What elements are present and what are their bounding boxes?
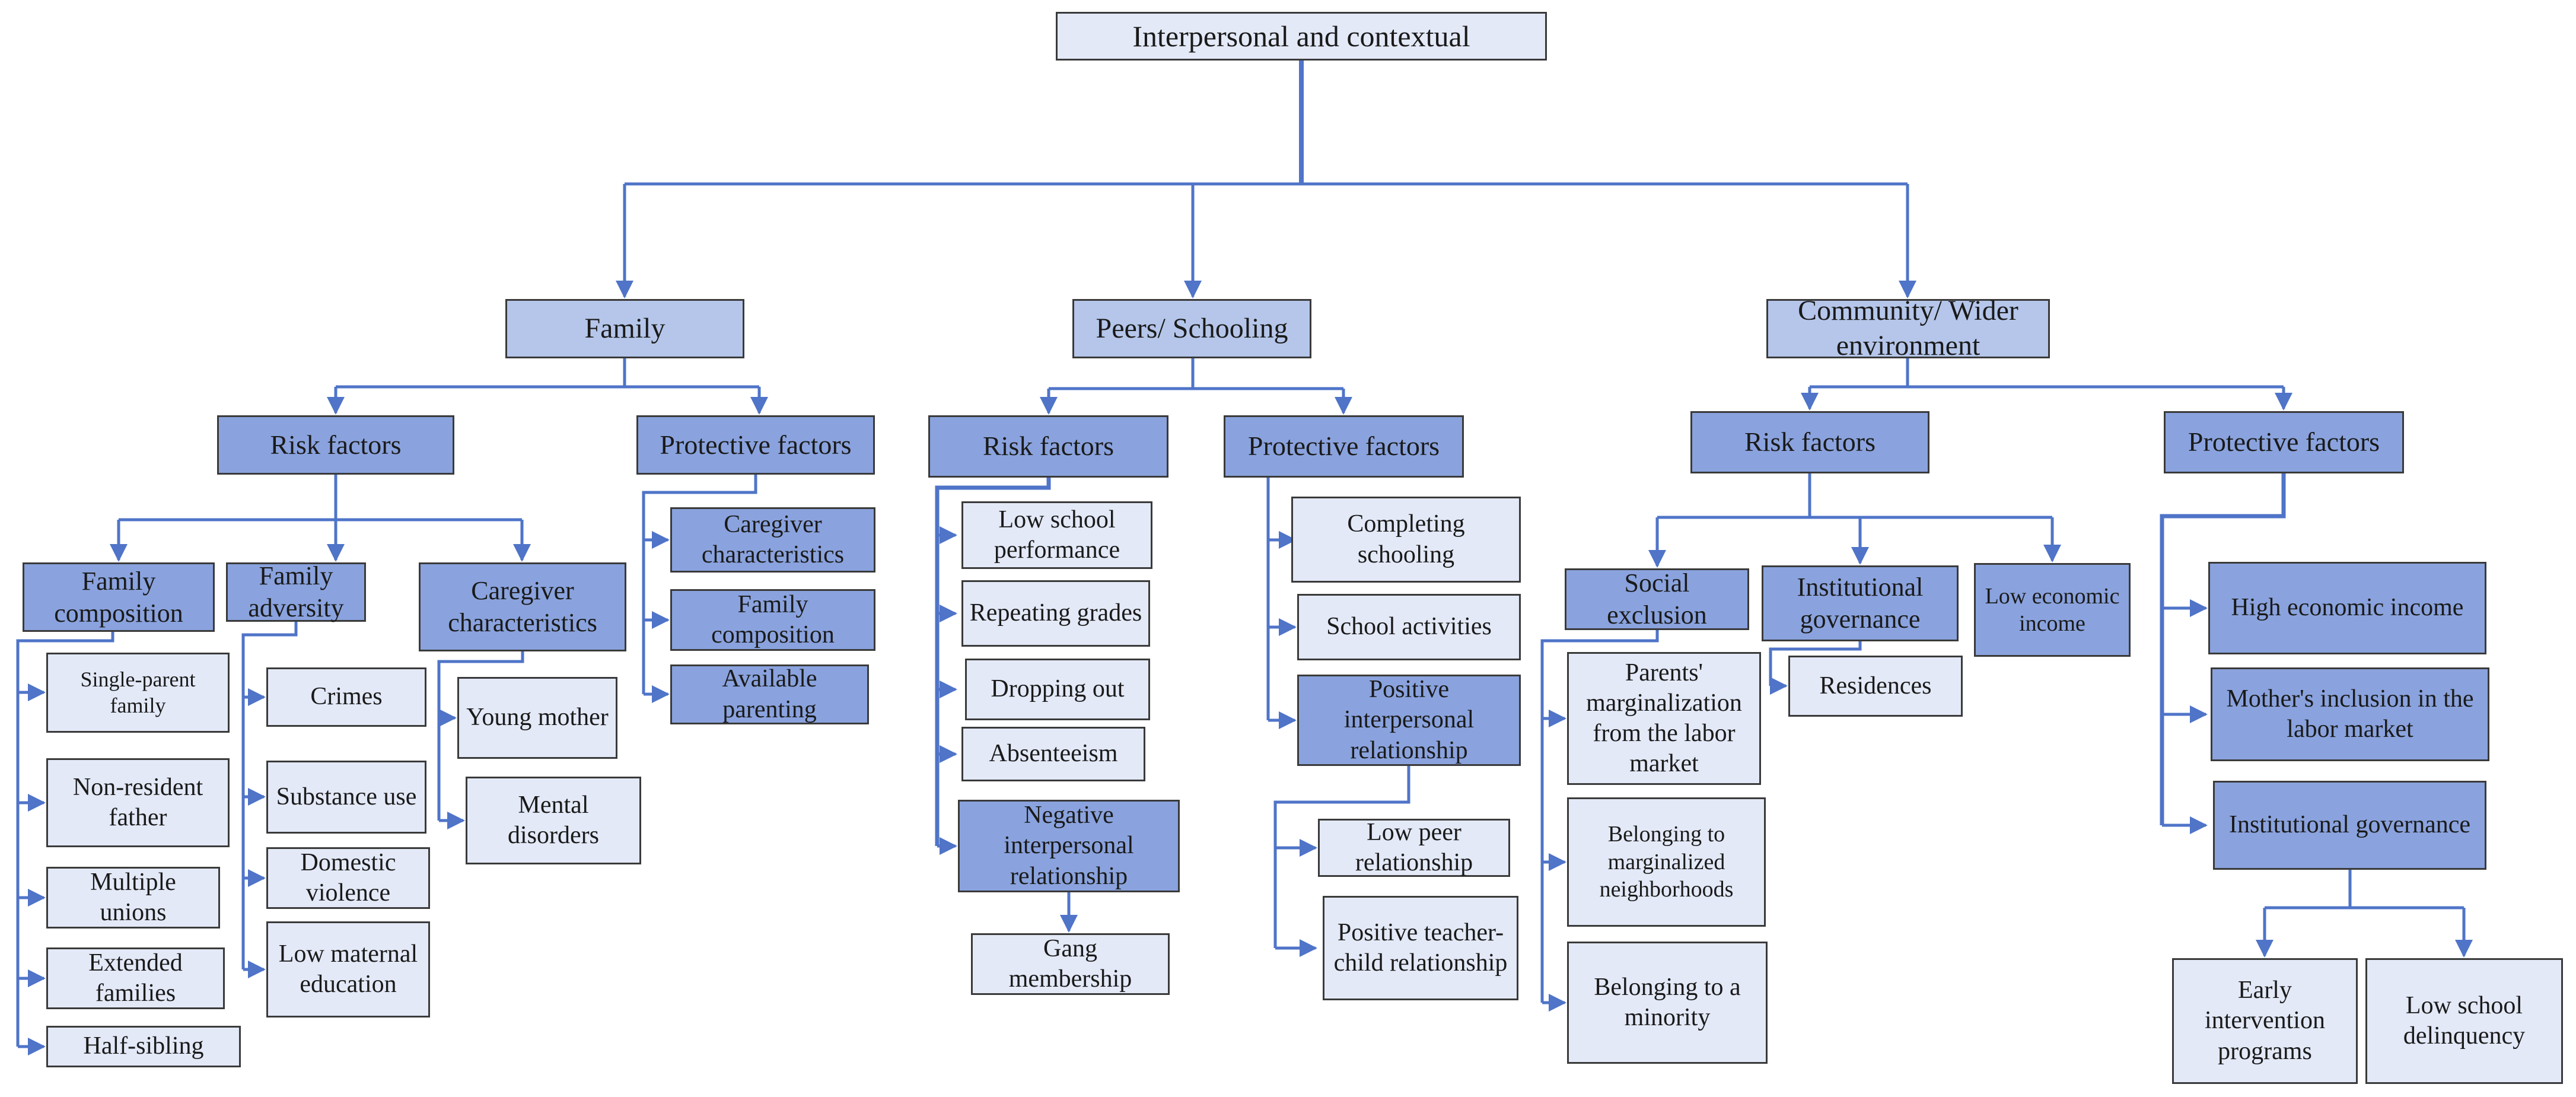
peers-protective-subitem: Positive teacher-child relationship [1323,896,1518,1000]
community-protective-subitem: Early intervention programs [2172,958,2358,1084]
family-node: Family [505,299,744,358]
family-composition-item: Half-sibling [46,1026,241,1067]
family-risk-factors-node: Risk factors [217,415,454,475]
community-protective-factors-node: Protective factors [2164,411,2404,473]
community-protective-item: Mother's inclusion in the labor market [2211,667,2489,761]
caregiver-characteristics-item: Mental disorders [466,777,641,864]
community-protective-item: Institutional governance [2213,781,2486,870]
connector-line [1540,630,1659,1003]
gang-membership-node: Gang membership [971,933,1170,995]
family-adversity-node: Family adversity [226,561,366,622]
root-node: Interpersonal and contextual [1056,12,1547,61]
family-protective-factors-node: Protective factors [636,415,875,475]
peers-risk-factors-node: Risk factors [928,415,1168,478]
community-node: Community/ Wider environment [1766,295,2050,361]
peers-protective-factors-node: Protective factors [1224,415,1464,478]
connector-line [2160,473,2286,825]
family-adversity-item: Low maternal education [266,921,430,1017]
institutional-governance-node: Institutional governance [1762,565,1959,641]
family-composition-item: Extended families [46,947,225,1009]
peers-risk-item: Absenteeism [961,727,1145,781]
peers-protective-subitem: Low peer relationship [1318,819,1510,877]
connector-line [1769,641,1862,686]
peers-risk-item: Dropping out [965,659,1150,720]
peers-risk-item: Negative interpersonal relationship [958,800,1180,892]
connector-line [16,632,114,1047]
peers-protective-item: School activities [1297,594,1521,660]
institutional-governance-item: Residences [1788,656,1963,717]
connector-line [437,651,524,821]
caregiver-characteristics-item: Young mother [457,677,617,759]
family-composition-node: Family composition [23,562,215,632]
community-risk-factors-node: Risk factors [1690,411,1929,473]
social-exclusion-item: Belonging to a minority [1567,942,1768,1064]
connector-line [642,475,757,694]
family-protective-item: Caregiver characteristics [670,507,875,573]
family-adversity-item: Substance use [266,761,426,834]
peers-protective-item: Completing schooling [1291,497,1521,583]
social-exclusion-node: Social exclusion [1565,568,1749,630]
family-composition-item: Multiple unions [46,867,220,929]
peers-protective-item: Positive interpersonal relationship [1297,675,1521,766]
connector-line [241,622,298,969]
social-exclusion-item: Parents' marginalization from the labor … [1567,652,1761,785]
family-adversity-item: Crimes [266,667,426,727]
connector-line [935,478,1051,846]
peers-risk-item: Low school performance [961,501,1152,569]
social-exclusion-item: Belonging to marginalized neighborhoods [1567,797,1766,927]
connector-line [1273,766,1410,948]
family-protective-item: Available parenting [670,664,869,724]
peers-risk-item: Repeating grades [961,580,1150,647]
peers-schooling-node: Peers/ Schooling [1072,299,1311,358]
community-protective-subitem: Low school delinquency [2365,958,2563,1084]
family-composition-item: Single-parent family [46,653,230,733]
family-caregiver-characteristics-node: Caregiver characteristics [419,562,626,651]
community-protective-item: High economic income [2208,562,2486,654]
family-composition-item: Non-resident father [46,758,230,847]
low-economic-income-node: Low economic income [1974,563,2131,657]
family-adversity-item: Domestic violence [266,847,430,909]
family-protective-item: Family composition [670,589,875,651]
